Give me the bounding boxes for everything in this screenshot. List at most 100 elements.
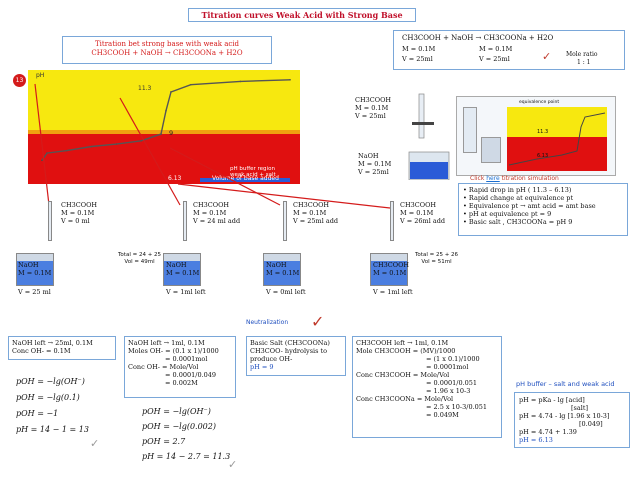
buffer-label1: pH buffer region bbox=[230, 166, 275, 172]
panel5-line6: pH = 6.13 bbox=[519, 436, 553, 444]
reaction-acid-v: V = 25ml bbox=[402, 55, 433, 63]
flask-top-m: M = 0.1M bbox=[400, 209, 434, 217]
sim-link[interactable]: here bbox=[486, 175, 500, 182]
flask-top-name: CH3COOH bbox=[61, 201, 98, 209]
sim-acid-v: V = 25ml bbox=[355, 112, 386, 120]
sim-link-prefix: Click bbox=[470, 175, 487, 182]
burette-icon bbox=[283, 201, 287, 241]
flask-top-v: V = 25ml add bbox=[293, 217, 339, 225]
panel-naoh-25ml: NaOH left → 25ml, 0.1M Conc OH- = 0.1M bbox=[8, 336, 116, 360]
panel2-eq2: pOH = −lg(0.002) bbox=[142, 422, 216, 431]
flask-top-v: V = 0 ml bbox=[61, 217, 90, 225]
label-11-3: 11.3 bbox=[138, 85, 152, 92]
panel4-line1: CH3COOH left → 1ml, 0.1M bbox=[356, 339, 449, 347]
panel4-line5: Conc CH3COOH = Mole/Vol bbox=[356, 371, 450, 379]
panel3-line4: pH = 9 bbox=[250, 363, 274, 371]
panel1-eq2: pOH = −lg(0.1) bbox=[16, 393, 80, 402]
panel5-line5: pH = 4.74 + 1.39 bbox=[519, 428, 577, 436]
total-2-line2: Vol = 51ml bbox=[421, 259, 452, 265]
flask-bot-m: M = 0.1M bbox=[166, 269, 200, 277]
flask-top-name: CH3COOH bbox=[193, 201, 230, 209]
check-icon: ✓ bbox=[311, 312, 325, 331]
flask-group-1: CH3COOH M = 0.1M V = 0 ml NaOH M = 0.1M … bbox=[13, 195, 97, 296]
subtitle-line1: Titration bet strong base with weak acid bbox=[94, 40, 240, 48]
chart-bg-orange bbox=[28, 130, 300, 134]
bullet-item: • Rapid change at equivalence pt bbox=[463, 194, 574, 202]
flask-bot-name: NaOH bbox=[266, 261, 287, 269]
panel2-line5: = 0.0001/0.049 bbox=[165, 371, 217, 379]
panel3-line2: CH3COO- hydrolysis to bbox=[250, 347, 328, 355]
bullet-item: • Equivalence pt → amt acid = amt base bbox=[463, 202, 596, 210]
label-9: 9 bbox=[169, 129, 173, 137]
panel2-eq1: pOH = −lg(OH⁻) bbox=[142, 407, 211, 416]
panel1-eq1: pOH = −lg(OH⁻) bbox=[16, 377, 85, 386]
check-icon: ✓ bbox=[542, 50, 552, 63]
panel5-line2: [salt] bbox=[571, 404, 588, 412]
panel3-line3: produce OH- bbox=[250, 355, 293, 363]
sim-link-text: Click here titration simulation bbox=[470, 175, 559, 182]
flask-bot-v: V = 1ml left bbox=[373, 288, 413, 296]
panel1-eq4: pH = 14 − 1 = 13 bbox=[16, 425, 89, 434]
panel4-line4: = 0.0001mol bbox=[426, 363, 469, 371]
panel4-line10: = 0.049M bbox=[426, 411, 459, 419]
panel2-line1: NaOH left → 1ml, 0.1M bbox=[128, 339, 205, 347]
panel2-eq4: pH = 14 − 2.7 = 11.3 bbox=[142, 452, 231, 461]
bullet-item: • Basic salt , CH3COONa = pH 9 bbox=[463, 218, 573, 226]
reaction-box: CH3COOH + NaOH → CH3COONa + H2O M = 0.1M… bbox=[393, 30, 625, 70]
reaction-equation: CH3COOH + NaOH → CH3COONa + H2O bbox=[402, 34, 554, 42]
mole-ratio-value: 1 : 1 bbox=[577, 59, 591, 66]
burette-icon bbox=[390, 201, 394, 241]
panel-basic-salt: Basic Salt (CH3COONa) CH3COO- hydrolysis… bbox=[246, 336, 346, 376]
panel4-line7: = 1.96 x 10-3 bbox=[426, 387, 471, 395]
titration-curve bbox=[41, 79, 291, 161]
bullet-item: • pH at equivalence pt = 9 bbox=[463, 210, 552, 218]
flask-top-v: V = 26ml add bbox=[400, 217, 446, 225]
label-6-13: 6.13 bbox=[168, 175, 182, 182]
panel1-line2: Conc OH- = 0.1M bbox=[12, 347, 71, 355]
reaction-base-v: V = 25ml bbox=[479, 55, 510, 63]
sim-base-m: M = 0.1M bbox=[358, 160, 392, 168]
panel-buffer-ph: pH = pKa - lg [acid] [salt] pH = 4.74 - … bbox=[514, 392, 630, 448]
check-icon: ✓ bbox=[90, 437, 100, 450]
panel4-line3: = (1 x 0.1)/1000 bbox=[426, 355, 480, 363]
chart-ylabel: pH bbox=[36, 72, 44, 79]
neutralization-label: Neutralization bbox=[246, 319, 289, 326]
panel-naoh-1ml: NaOH left → 1ml, 0.1M Moles OH- = (0.1 x… bbox=[124, 336, 236, 398]
flask-top-name: CH3COOH bbox=[293, 201, 330, 209]
flask-group-4: CH3COOH M = 0.1M V = 26ml add CH3COOH M … bbox=[370, 195, 450, 296]
panel2-line2: Moles OH- = (0.1 x 1)/1000 bbox=[128, 347, 219, 355]
chart-xlabel: Volume of base added bbox=[212, 175, 279, 182]
sim-screenshot: equivalence point 11.3 6.13 bbox=[456, 96, 616, 176]
sim-base-label: NaOH M = 0.1M V = 25ml bbox=[358, 152, 391, 176]
panel5-line3: pH = 4.74 - lg [1.96 x 10-3] bbox=[519, 412, 610, 420]
sim-label-6-13: 6.13 bbox=[537, 153, 549, 159]
burette-icon bbox=[408, 93, 450, 180]
bullet-box: • Rapid drop in pH ( 11.3 – 6.13) • Rapi… bbox=[458, 183, 628, 236]
burette-icon bbox=[183, 201, 187, 241]
panel2-line3: = 0.0001mol bbox=[165, 355, 208, 363]
panel2-line4: Conc OH- = Mole/Vol bbox=[128, 363, 199, 371]
buffer-label2: weak acid + salt bbox=[230, 172, 276, 178]
total-2-line1: Total = 25 + 26 bbox=[415, 252, 459, 258]
flask-top-m: M = 0.1M bbox=[61, 209, 95, 217]
flask-top-m: M = 0.1M bbox=[193, 209, 227, 217]
subtitle-box: Titration bet strong base with weak acid… bbox=[62, 36, 272, 64]
panel1-equations: pOH = −lg(OH⁻) pOH = −lg(0.1) pOH = −1 p… bbox=[16, 376, 89, 435]
buffer-bar bbox=[200, 178, 290, 182]
panel4-line2: Mole CH3COOH = (MV)/1000 bbox=[356, 347, 456, 355]
flask-top-name: CH3COOH bbox=[400, 201, 437, 209]
sim-acid-m: M = 0.1M bbox=[355, 104, 389, 112]
flask-top-v: V = 24 ml add bbox=[193, 217, 241, 225]
flask-bot-v: V = 1ml left bbox=[166, 288, 206, 296]
panel4-line6: = 0.0001/0.051 bbox=[426, 379, 478, 387]
reaction-base-m: M = 0.1M bbox=[479, 45, 513, 53]
panel-ch3cooh-left: CH3COOH left → 1ml, 0.1M Mole CH3COOH = … bbox=[352, 336, 502, 438]
sim-base-v: V = 25ml bbox=[358, 168, 389, 176]
flask-bot-v: V = 0ml left bbox=[266, 288, 306, 296]
sim-acid-label: CH3COOH M = 0.1M V = 25ml bbox=[355, 96, 391, 120]
panel2-line6: = 0.002M bbox=[165, 379, 198, 387]
total-1: Total = 24 + 25 Vol = 49ml bbox=[118, 252, 161, 266]
sim-base-name: NaOH bbox=[358, 152, 379, 160]
flask-bot-m: M = 0.1M bbox=[266, 269, 300, 277]
